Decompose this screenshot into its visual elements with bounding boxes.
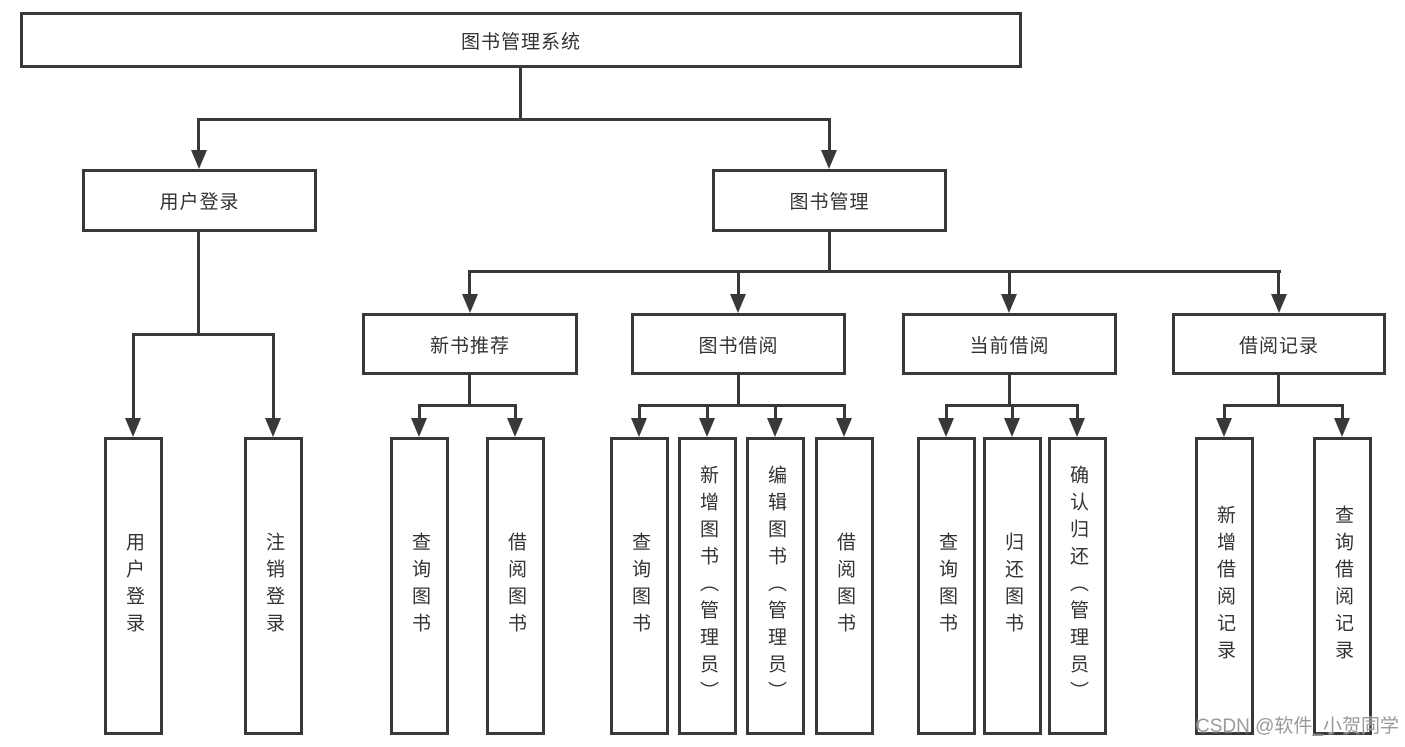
connector-bb-rail [638,404,846,407]
leaf-cb-query-books: 查询图书 [917,437,976,735]
connector-bookmgmt-drop-2 [737,270,740,294]
connector-bb-drop-1 [638,404,641,418]
csdn-watermark: CSDN @软件_小贺同学 [1196,716,1399,737]
leaf-user-login: 用户登录 [104,437,163,735]
connector-bookmgmt-drop-3 [1008,270,1011,294]
connector-root-stem [519,68,522,118]
leaf-bb-query-books-label: 查询图书 [629,532,650,640]
arrowhead-icon [1216,418,1232,437]
connector-bb-drop-3 [774,404,777,418]
leaf-cb-confirm-return-admin: 确认归还（管理员） [1048,437,1107,735]
arrowhead-icon [1001,294,1017,313]
arrowhead-icon [631,418,647,437]
leaf-cb-return-books-label: 归还图书 [1002,532,1023,640]
arrowhead-icon [730,294,746,313]
leaf-nbr-query-books-label: 查询图书 [409,532,430,640]
node-borrow-records-label: 借阅记录 [1238,335,1319,357]
leaf-cb-query-books-label: 查询图书 [936,532,957,640]
connector-root-drop-left [197,118,200,152]
arrowhead-icon [411,418,427,437]
leaf-user-login-label: 用户登录 [123,532,144,640]
arrowhead-icon [836,418,852,437]
leaf-bb-borrow-books: 借阅图书 [815,437,874,735]
connector-bb-drop-4 [843,404,846,418]
node-book-management: 图书管理 [712,169,947,232]
node-new-book-recommend-label: 新书推荐 [429,335,510,357]
connector-br-drop-1 [1223,404,1226,418]
arrowhead-icon [462,294,478,313]
node-user-login-label: 用户登录 [159,192,240,213]
connector-userlogin-drop-1 [132,333,135,418]
connector-br-stem [1277,375,1280,404]
connector-nbr-drop-1 [418,404,421,418]
node-borrow-records: 借阅记录 [1172,313,1386,375]
connector-br-rail [1223,404,1344,407]
connector-nbr-rail [418,404,517,407]
connector-bookmgmt-drop-1 [468,270,471,294]
node-root-library-system: 图书管理系统 [20,12,1022,68]
leaf-bb-borrow-books-label: 借阅图书 [834,532,855,640]
leaf-bb-edit-books-admin: 编辑图书（管理员） [746,437,805,735]
connector-root-drop-right [828,118,831,152]
leaf-logout-label: 注销登录 [263,532,284,640]
node-current-borrow-label: 当前借阅 [969,335,1050,357]
leaf-cb-return-books: 归还图书 [983,437,1042,735]
connector-cb-drop-2 [1011,404,1014,418]
leaf-br-query-record-label: 查询借阅记录 [1332,505,1353,667]
connector-userlogin-rail [132,333,275,336]
arrowhead-icon [767,418,783,437]
node-current-borrow: 当前借阅 [902,313,1117,375]
connector-root-rail [197,118,831,121]
arrowhead-icon [125,418,141,437]
node-book-management-label: 图书管理 [789,192,870,213]
arrowhead-icon [1069,418,1085,437]
leaf-br-add-record: 新增借阅记录 [1195,437,1254,735]
node-new-book-recommend: 新书推荐 [362,313,578,375]
connector-userlogin-stem [197,232,200,333]
node-book-borrow-label: 图书借阅 [698,335,779,357]
arrowhead-icon [265,418,281,437]
leaf-bb-query-books: 查询图书 [610,437,669,735]
arrowhead-icon [1334,418,1350,437]
connector-nbr-drop-2 [514,404,517,418]
connector-cb-stem [1008,375,1011,404]
connector-cb-drop-1 [945,404,948,418]
connector-bookmgmt-drop-4 [1277,270,1280,294]
connector-userlogin-drop-2 [272,333,275,418]
node-user-login: 用户登录 [82,169,317,232]
leaf-cb-confirm-return-admin-label: 确认归还（管理员） [1067,464,1088,708]
arrowhead-icon [938,418,954,437]
connector-bookmgmt-stem [828,232,831,270]
leaf-nbr-borrow-books-label: 借阅图书 [505,532,526,640]
connector-br-drop-2 [1341,404,1344,418]
leaf-br-add-record-label: 新增借阅记录 [1214,505,1235,667]
leaf-logout: 注销登录 [244,437,303,735]
arrowhead-icon [1271,294,1287,313]
arrowhead-icon [191,150,207,169]
leaf-bb-add-books-admin-label: 新增图书（管理员） [697,464,718,708]
arrowhead-icon [1004,418,1020,437]
connector-bookmgmt-rail [468,270,1281,273]
connector-bb-drop-2 [706,404,709,418]
leaf-nbr-query-books: 查询图书 [390,437,449,735]
node-book-borrow: 图书借阅 [631,313,846,375]
leaf-nbr-borrow-books: 借阅图书 [486,437,545,735]
connector-bb-stem [737,375,740,404]
leaf-br-query-record: 查询借阅记录 [1313,437,1372,735]
leaf-bb-edit-books-admin-label: 编辑图书（管理员） [765,464,786,708]
connector-cb-drop-3 [1076,404,1079,418]
arrowhead-icon [699,418,715,437]
leaf-bb-add-books-admin: 新增图书（管理员） [678,437,737,735]
arrowhead-icon [821,150,837,169]
connector-nbr-stem [468,375,471,404]
node-root-label: 图书管理系统 [460,31,581,53]
arrowhead-icon [507,418,523,437]
